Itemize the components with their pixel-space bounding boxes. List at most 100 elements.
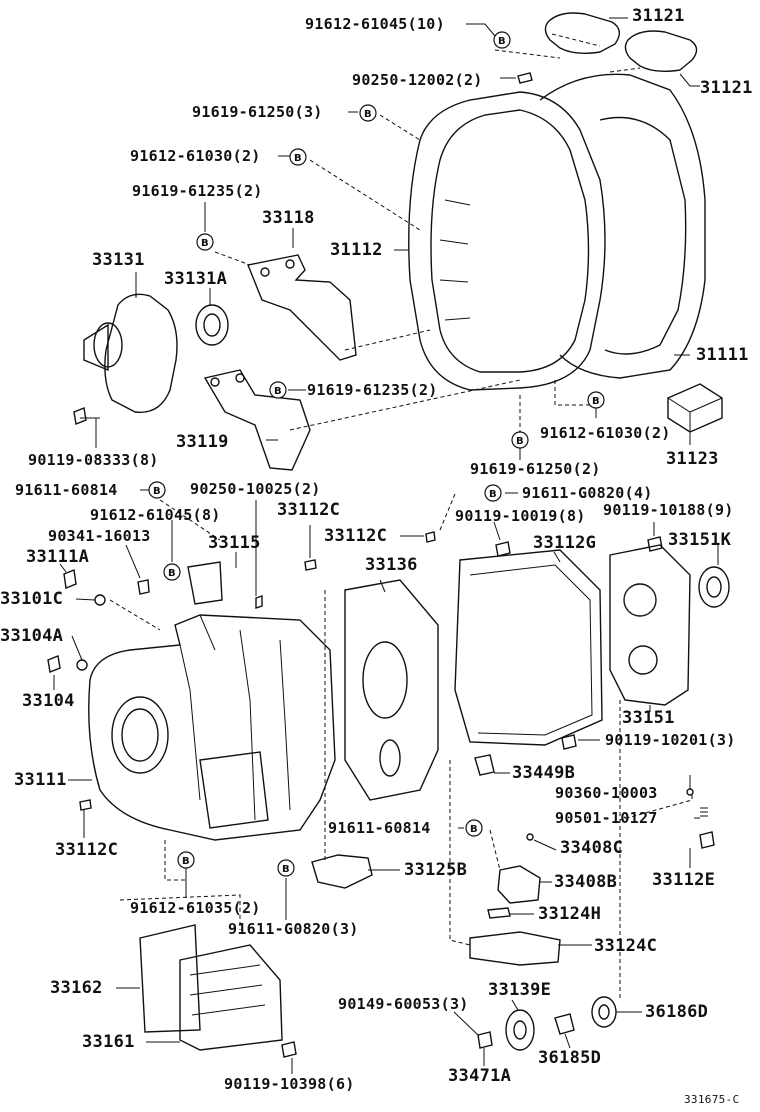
part-label-90250-10025: 90250-10025(2) [190, 480, 321, 498]
svg-text:B: B [168, 568, 176, 579]
bolt-markers: B B B B B B B B B B B B B [148, 31, 605, 877]
cover-33124C [469, 931, 561, 966]
part-label-31111-top: 31111 [696, 345, 749, 365]
part-label-90119-10019: 90119-10019(8) [455, 507, 586, 525]
part-label-33131A: 33131A [164, 269, 228, 289]
part-label-33161: 33161 [82, 1032, 135, 1052]
bracket-33125B [311, 854, 373, 889]
part-label-33115: 33115 [208, 533, 261, 553]
assembly-dashed-lines [109, 49, 693, 1000]
gasket-33162 [139, 924, 201, 1033]
part-label-33112G: 33112G [533, 533, 597, 553]
leader-lines [53, 17, 719, 1074]
part-label-91619-61250-2: 91619-61250(2) [470, 460, 601, 478]
b-marker [163, 563, 181, 581]
part-label-33471A: 33471A [448, 1066, 512, 1086]
part-label-91612-61030-2-bottom: 91612-61030(2) [540, 424, 671, 442]
diagram-code: 331675-C [684, 1093, 740, 1106]
part-label-33125B: 33125B [404, 860, 468, 880]
transmission-case-33111 [88, 614, 336, 841]
svg-text:B: B [364, 109, 372, 120]
svg-text:B: B [201, 238, 209, 249]
part-label-33151K: 33151K [668, 530, 732, 550]
part-label-90360-10003: 90360-10003 [555, 784, 658, 802]
svg-text:B: B [516, 436, 524, 447]
part-label-36186D: 36186D [645, 1002, 709, 1022]
svg-text:B: B [282, 864, 290, 875]
gear-33139E [505, 1009, 535, 1051]
part-label-33136: 33136 [365, 555, 418, 575]
cover-33161 [179, 944, 283, 1051]
part-label-90341-16013: 90341-16013 [48, 527, 151, 545]
cover-31121-bottom [624, 30, 698, 73]
svg-text:B: B [274, 386, 282, 397]
cover-31123 [667, 383, 723, 433]
part-label-90501-10127: 90501-10127 [555, 809, 658, 827]
part-label-91619-61235-2-top: 91619-61235(2) [132, 182, 263, 200]
part-label-33118: 33118 [262, 208, 315, 228]
b-marker [277, 859, 295, 877]
svg-text:B: B [153, 486, 161, 497]
part-label-90250-12002: 90250-12002(2) [352, 71, 483, 89]
svg-text:B: B [498, 36, 506, 47]
part-36185D [554, 1013, 575, 1035]
retainer-33131 [83, 293, 178, 414]
b-marker [289, 148, 307, 166]
b-marker [359, 104, 377, 122]
part-label-33131: 33131 [92, 250, 145, 270]
part-label-33112E: 33112E [652, 870, 716, 890]
small-fasteners [47, 72, 715, 1058]
b-marker [196, 233, 214, 251]
svg-text:B: B [489, 489, 497, 500]
bracket-33119 [203, 369, 311, 471]
part-label-90119-10201: 90119-10201(3) [605, 731, 736, 749]
part-label-91611-G0820-4: 91611-G0820(4) [522, 484, 653, 502]
part-label-33101C: 33101C [0, 589, 64, 609]
part-label-31112: 31112 [330, 240, 383, 260]
part-label-33449B: 33449B [512, 763, 576, 783]
part-label-90119-08333: 90119-08333(8) [28, 451, 159, 469]
svg-text:B: B [592, 396, 600, 407]
part-label-90149-60053: 90149-60053(3) [338, 995, 469, 1013]
part-label-33139E: 33139E [488, 980, 552, 1000]
switch-33408B [497, 865, 541, 904]
part-label-33119: 33119 [176, 432, 229, 452]
part-label-91612-61045-10: 91612-61045(10) [305, 15, 445, 33]
case-33112G [454, 549, 603, 746]
svg-text:B: B [470, 824, 478, 835]
bracket-33118 [247, 254, 357, 361]
cover-33151 [609, 544, 691, 706]
part-label-33151: 33151 [622, 708, 675, 728]
part-label-90119-10188: 90119-10188(9) [603, 501, 734, 519]
svg-text:B: B [294, 153, 302, 164]
cover-31121-top [544, 12, 620, 55]
b-marker [493, 31, 511, 49]
part-label-91612-61045-8: 91612-61045(8) [90, 506, 221, 524]
part-label-91611-60814-bottom: 91611-60814 [328, 819, 431, 837]
part-label-31123: 31123 [666, 449, 719, 469]
part-label-91611-60814-top: 91611-60814 [15, 481, 118, 499]
b-marker [177, 851, 195, 869]
part-label-91619-61250-3: 91619-61250(3) [192, 103, 323, 121]
part-label-33112C-middle: 33112C [324, 526, 388, 546]
seal-33151K [698, 566, 730, 608]
housing-31111 [539, 73, 706, 379]
part-label-33408C: 33408C [560, 838, 624, 858]
b-marker [511, 431, 529, 449]
part-label-33104A: 33104A [0, 626, 64, 646]
part-label-91612-61030-2-top: 91612-61030(2) [130, 147, 261, 165]
part-label-33162: 33162 [50, 978, 103, 998]
part-label-90119-10398: 90119-10398(6) [224, 1075, 355, 1093]
part-label-36185D: 36185D [538, 1048, 602, 1068]
svg-text:B: B [182, 856, 190, 867]
b-marker [587, 391, 605, 409]
part-label-33111A: 33111A [26, 547, 90, 567]
part-label-33112C-top: 33112C [277, 500, 341, 520]
part-label-33104: 33104 [22, 691, 75, 711]
part-label-33112C-bottom: 33112C [55, 840, 119, 860]
part-label-33124C: 33124C [594, 936, 658, 956]
b-marker [465, 819, 483, 837]
part-label-33124H: 33124H [538, 904, 602, 924]
part-label-91619-61235-2-bottom: 91619-61235(2) [307, 381, 438, 399]
